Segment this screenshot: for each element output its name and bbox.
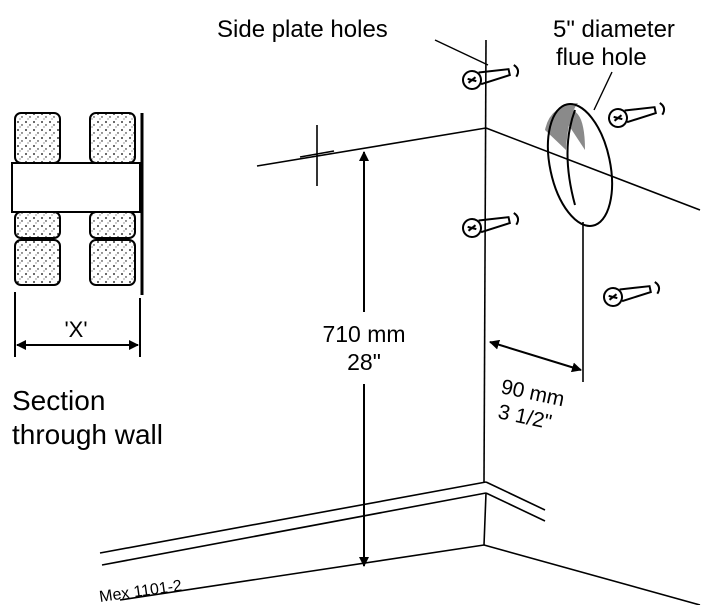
wall-plug-screw [462,212,520,238]
datum-line-right [485,127,701,211]
wall-plug-screw [462,64,520,90]
height-label-bg [300,312,428,384]
flue-hole-label-line1: 5" diameter [553,16,675,43]
height-mm-label: 710 mm [322,321,405,347]
flue-hole [545,103,614,227]
brick [14,112,61,164]
wall-corner-line [483,39,487,483]
section-caption-line1: Section [12,385,105,416]
height-in-label: 28" [347,349,381,375]
brick [89,239,136,286]
brick [89,112,136,164]
flue-pipe-section [11,162,141,213]
brick [14,211,61,239]
wall-plug-screw [608,102,666,128]
wall-perspective [99,39,701,605]
wall-plug-screw [603,281,661,307]
datum-line-left [256,127,487,167]
flue-hole-label-line2: flue hole [556,44,647,71]
offset-dimension-arrow [489,339,582,373]
brick [14,239,61,286]
x-dimension [14,292,141,357]
side-plate-holes-label: Side plate holes [217,16,388,43]
side-plate-leader [434,39,489,66]
flue-hole-leader [593,71,613,111]
figure-reference: Mex 1101-2 [98,578,183,605]
brick [89,211,136,239]
x-label: 'X' [64,317,87,342]
wall-section [11,112,144,295]
section-caption-line2: through wall [12,419,163,450]
